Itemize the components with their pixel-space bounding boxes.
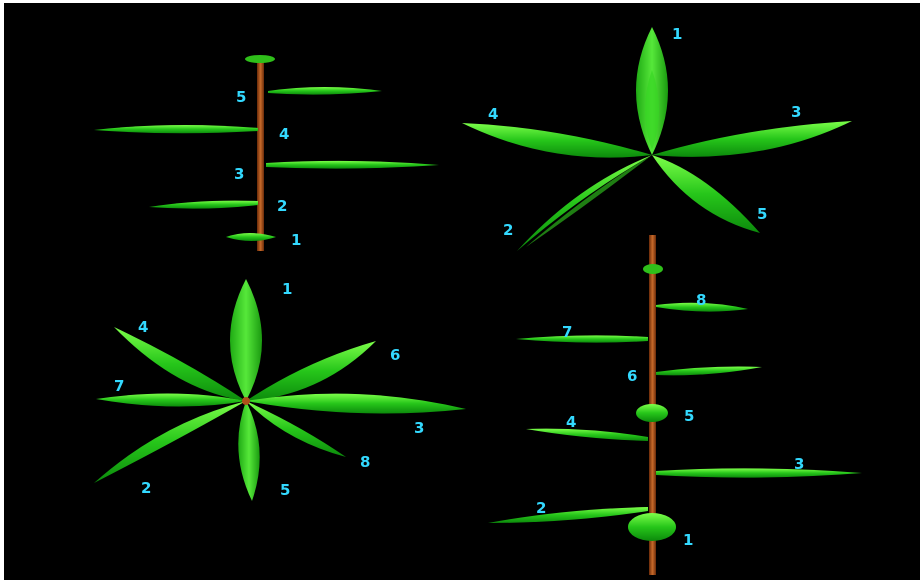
panel-top-right: 1 4 3 5 2 <box>462 25 852 251</box>
label-bl-6: 6 <box>390 346 400 364</box>
leaf-7 <box>516 335 648 342</box>
leaf-3 <box>656 468 862 477</box>
stem <box>257 61 264 251</box>
panel-bottom-right: 8 7 6 5 4 3 2 1 <box>488 235 862 575</box>
leaf-4 <box>526 429 648 441</box>
leaf-2 <box>94 401 246 483</box>
leaf-5 <box>636 404 668 422</box>
label-tr-3: 3 <box>791 103 801 121</box>
leaf-5 <box>238 401 259 501</box>
apex-bud <box>245 55 275 63</box>
label-tr-1: 1 <box>672 25 682 43</box>
leaf-4 <box>462 123 652 158</box>
leaf-arrangement-illustration: 5 4 3 2 1 1 4 3 <box>4 3 920 580</box>
label-br-2: 2 <box>536 499 546 517</box>
leaf-3 <box>652 121 852 157</box>
label-tr-5: 5 <box>757 205 767 223</box>
leaf-5 <box>268 87 382 95</box>
leaf-2 <box>488 507 648 523</box>
image-frame: 5 4 3 2 1 1 4 3 <box>4 3 920 580</box>
label-br-4: 4 <box>566 413 576 431</box>
label-tr-4: 4 <box>488 105 498 123</box>
leaf-4 <box>94 125 258 133</box>
label-br-5: 5 <box>684 407 694 425</box>
label-bl-8: 8 <box>360 453 370 471</box>
label-tr-2: 2 <box>503 221 513 239</box>
label-br-3: 3 <box>794 455 804 473</box>
label-bl-7: 7 <box>114 377 124 395</box>
leaf-2 <box>149 201 258 209</box>
leaf-4 <box>114 327 246 401</box>
label-tl-2: 2 <box>277 197 287 215</box>
leaf-6 <box>246 341 376 401</box>
label-bl-1: 1 <box>282 280 292 298</box>
label-tl-1: 1 <box>291 231 301 249</box>
label-bl-4: 4 <box>138 318 148 336</box>
label-br-1: 1 <box>683 531 693 549</box>
label-tl-3: 3 <box>234 165 244 183</box>
label-br-8: 8 <box>696 291 706 309</box>
panel-top-left: 5 4 3 2 1 <box>94 55 439 251</box>
leaf-1 <box>628 513 676 541</box>
label-bl-2: 2 <box>141 479 151 497</box>
label-bl-3: 3 <box>414 419 424 437</box>
leaf-1 <box>226 233 276 241</box>
apex-bud <box>643 264 663 274</box>
label-tl-4: 4 <box>279 125 289 143</box>
label-br-6: 6 <box>627 367 637 385</box>
label-bl-5: 5 <box>280 481 290 499</box>
leaf-3 <box>266 161 439 169</box>
label-tl-5: 5 <box>236 88 246 106</box>
leaf-6 <box>656 367 762 376</box>
leaf-5 <box>652 155 760 233</box>
leaf-3 <box>246 394 466 414</box>
label-br-7: 7 <box>562 323 572 341</box>
leaf-1 <box>230 279 262 401</box>
panel-bottom-left: 1 4 6 7 3 8 2 5 <box>94 279 466 501</box>
